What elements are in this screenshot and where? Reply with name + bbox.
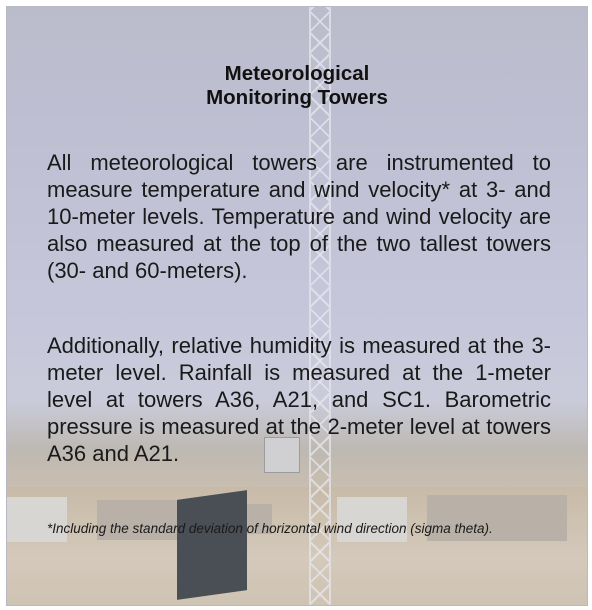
title-line-1: Meteorological <box>224 62 370 85</box>
slide-content: Meteorological Monitoring Towers All met… <box>7 7 587 605</box>
slide-title: Meteorological Monitoring Towers <box>7 62 587 110</box>
paragraph-additional: Additionally, relative humidity is measu… <box>47 333 551 466</box>
instrument-box <box>264 437 300 473</box>
tint-overlay <box>7 7 587 605</box>
building <box>337 497 407 542</box>
building <box>427 495 567 541</box>
title-line-2: Monitoring Towers <box>206 86 388 109</box>
paragraph-towers: All meteorological towers are instrument… <box>47 150 551 283</box>
building <box>7 497 67 542</box>
footnote: *Including the standard deviation of hor… <box>47 521 493 536</box>
slide-frame: Meteorological Monitoring Towers All met… <box>6 6 588 606</box>
building <box>97 500 177 540</box>
meteorological-tower <box>309 7 331 605</box>
